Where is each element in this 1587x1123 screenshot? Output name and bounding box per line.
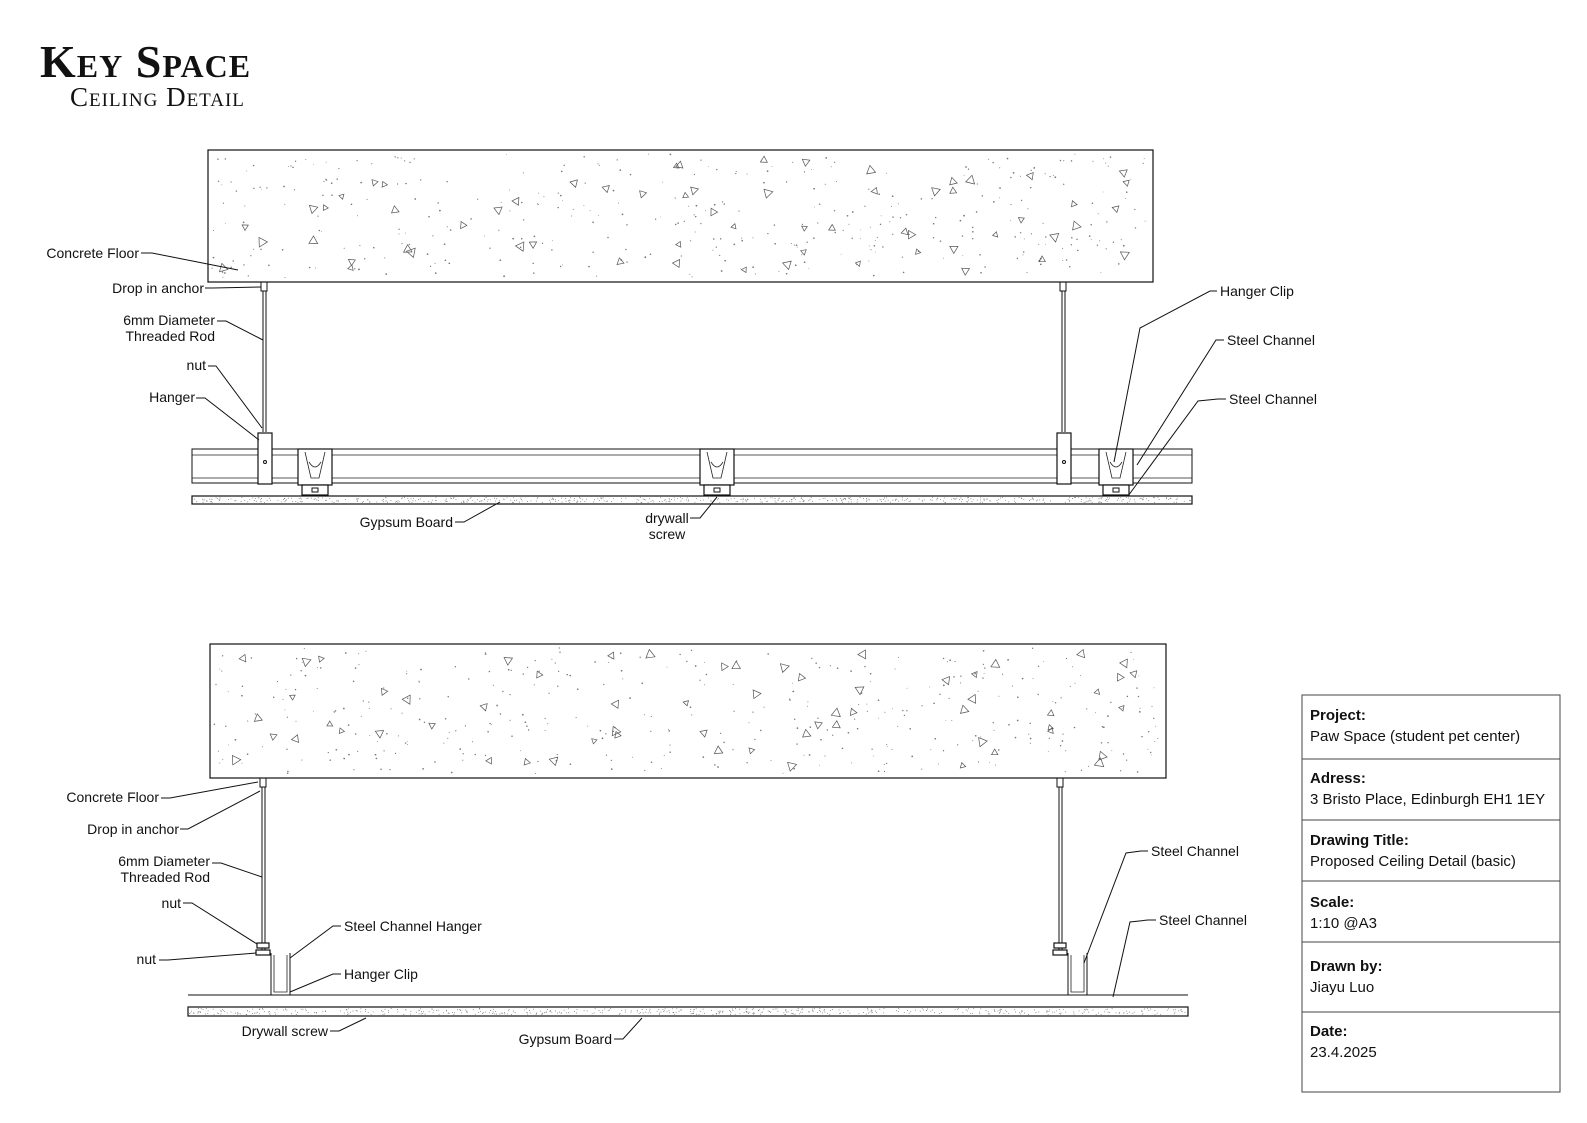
date-value: 23.4.2025 <box>1310 1044 1377 1061</box>
nut <box>1053 942 1067 949</box>
project-label: Project: <box>1310 707 1366 724</box>
hanger-clip <box>699 448 735 496</box>
nut <box>255 949 271 956</box>
drawn-by-value: Jiayu Luo <box>1310 979 1374 996</box>
label-threaded-rod: 6mm Diameter <box>118 853 210 869</box>
project-value: Paw Space (student pet center) <box>1310 728 1520 745</box>
label-nut: nut <box>187 357 207 373</box>
leader-line <box>217 320 264 341</box>
gypsum-board <box>191 495 1193 505</box>
label-steel-channel: Steel Channel <box>1229 391 1317 407</box>
drawn-by-label: Drawn by: <box>1310 958 1383 975</box>
hanger-clip <box>1070 955 1085 993</box>
label-steel-channel: Steel Channel <box>1151 843 1239 859</box>
scale-value: 1:10 @A3 <box>1310 915 1377 932</box>
title-block: Project: Paw Space (student pet center) … <box>1301 694 1561 1093</box>
leader-line <box>208 365 263 429</box>
label-threaded-rod: Threaded Rod <box>125 328 215 344</box>
label-steel-channel: Steel Channel <box>1227 332 1315 348</box>
concrete-texture <box>213 647 1159 775</box>
leader-line <box>159 952 257 961</box>
leader-line <box>141 252 239 271</box>
leader-line <box>180 790 261 830</box>
leader-line <box>1127 398 1226 497</box>
label-threaded-rod: 6mm Diameter <box>123 312 215 328</box>
label-drywall-screw: Drywall screw <box>242 1023 329 1039</box>
hanger-clip <box>297 448 333 496</box>
gypsum-texture <box>193 497 1192 503</box>
leader-line <box>614 1017 643 1040</box>
threaded-rod <box>1061 291 1066 432</box>
drawing-title: Key Space <box>40 36 251 87</box>
label-drywall-screw: screw <box>649 526 686 542</box>
leader-line <box>196 397 260 441</box>
leader-line <box>1113 290 1217 463</box>
hanger-clip <box>273 955 288 993</box>
label-drop-in-anchor: Drop in anchor <box>112 280 204 296</box>
leader-line <box>455 501 501 523</box>
threaded-rod <box>261 787 266 953</box>
gypsum-board <box>187 1006 1189 1017</box>
concrete-slab <box>209 643 1167 779</box>
label-nut: nut <box>162 895 182 911</box>
label-gypsum-board: Gypsum Board <box>360 514 453 530</box>
gypsum-texture <box>189 1008 1186 1015</box>
label-concrete-floor: Concrete Floor <box>66 789 159 805</box>
drawing-title-value: Proposed Ceiling Detail (basic) <box>1310 853 1516 870</box>
leader-line <box>1083 850 1148 964</box>
leader-line <box>205 286 262 289</box>
label-nut: nut <box>137 951 157 967</box>
label-gypsum-board: Gypsum Board <box>519 1031 612 1047</box>
leader-line <box>212 862 263 878</box>
drawing-title-label: Drawing Title: <box>1310 832 1409 849</box>
leader-line <box>289 973 341 993</box>
drawing-subtitle: Ceiling Detail <box>70 82 245 112</box>
leader-line <box>690 496 718 519</box>
drop-in-anchor <box>260 281 268 292</box>
drop-in-anchor <box>259 777 267 788</box>
leader-line <box>1112 919 1156 998</box>
label-steel-channel-hanger: Steel Channel Hanger <box>344 918 482 934</box>
scale-label: Scale: <box>1310 894 1354 911</box>
threaded-rod <box>262 291 267 432</box>
detail-top: Concrete Floor Drop in anchor 6mm Diamet… <box>46 149 1317 542</box>
address-value: 3 Bristo Place, Edinburgh EH1 1EY <box>1310 791 1545 808</box>
date-label: Date: <box>1310 1023 1348 1040</box>
hanger-clip <box>1098 448 1134 496</box>
concrete-slab <box>207 149 1154 283</box>
drop-in-anchor <box>1059 281 1067 292</box>
label-drop-in-anchor: Drop in anchor <box>87 821 179 837</box>
label-hanger-clip: Hanger Clip <box>1220 283 1294 299</box>
title-block-frame <box>1301 694 1561 1093</box>
concrete-texture <box>211 153 1146 279</box>
label-threaded-rod: Threaded Rod <box>120 869 210 885</box>
leader-line <box>1136 339 1224 466</box>
detail-bottom: Concrete Floor Drop in anchor 6mm Diamet… <box>66 643 1247 1047</box>
label-steel-channel: Steel Channel <box>1159 912 1247 928</box>
label-concrete-floor: Concrete Floor <box>46 245 139 261</box>
leader-line <box>289 925 341 959</box>
steel-channel <box>191 448 1193 484</box>
nut <box>256 942 270 949</box>
label-hanger-clip: Hanger Clip <box>344 966 418 982</box>
label-drywall-screw: drywall <box>645 510 689 526</box>
hanger <box>1056 432 1072 485</box>
leader-line <box>330 1017 367 1032</box>
leader-line <box>161 781 259 799</box>
label-hanger: Hanger <box>149 389 195 405</box>
threaded-rod <box>1058 787 1063 953</box>
leader-line <box>183 902 258 945</box>
hanger <box>257 432 273 485</box>
drop-in-anchor <box>1056 777 1064 788</box>
nut <box>1052 949 1068 956</box>
address-label: Adress: <box>1310 770 1366 787</box>
